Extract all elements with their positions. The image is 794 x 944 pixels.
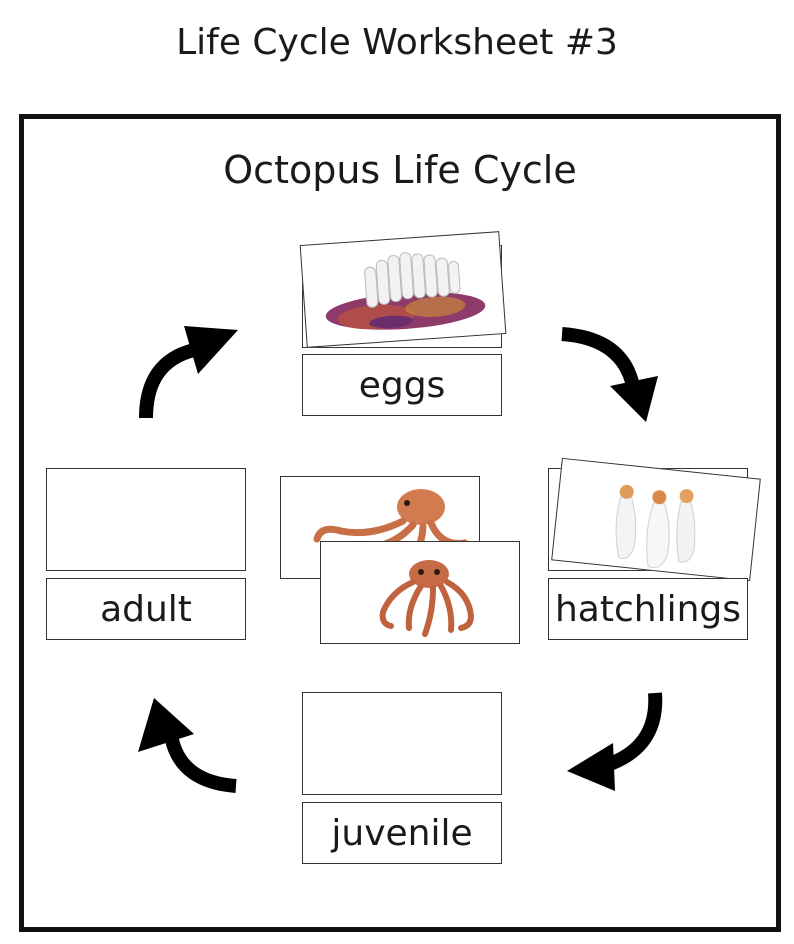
hatchlings-image-card[interactable] — [551, 457, 761, 582]
adult-label: adult — [46, 578, 246, 640]
arrow-hatchlings-to-juvenile — [567, 692, 663, 791]
eggs-label: eggs — [302, 354, 502, 416]
octopus-image — [379, 560, 475, 637]
worksheet-frame — [19, 114, 781, 932]
page-title: Life Cycle Worksheet #3 — [176, 22, 618, 63]
cycle-title: Octopus Life Cycle — [223, 148, 577, 192]
hatchlings-label: hatchlings — [548, 578, 748, 640]
arrow-adult-to-eggs — [139, 326, 238, 419]
juvenile-image-slot — [302, 692, 502, 795]
arrow-juvenile-to-adult — [138, 698, 237, 793]
arrow-eggs-to-hatchlings — [561, 327, 658, 422]
juvenile-label: juvenile — [302, 802, 502, 864]
octopus-eggs-image — [325, 252, 486, 330]
octopus-hatchlings-image — [615, 484, 696, 569]
eggs-image-card[interactable] — [299, 231, 507, 348]
octopus-card-front[interactable] — [320, 541, 520, 644]
adult-image-slot — [46, 468, 246, 571]
